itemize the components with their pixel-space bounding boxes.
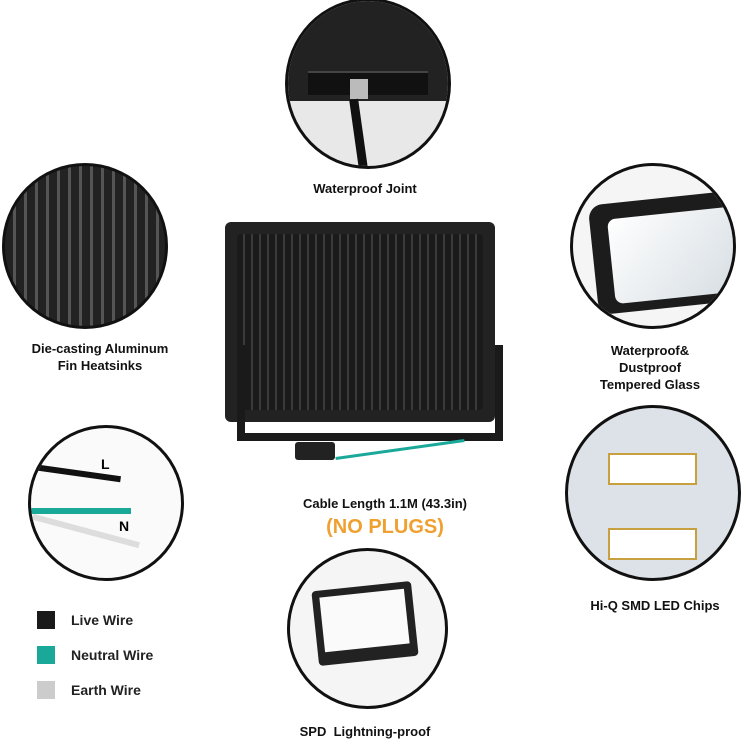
heatsink-photo [2, 163, 168, 329]
tempered-glass-line1: Waterproof& [610, 343, 690, 358]
tempered-glass-line3: Tempered Glass [599, 377, 701, 392]
led-chips-photo [565, 405, 741, 581]
floodlight-product [225, 222, 495, 422]
heatsink-label-line2: Fin Heatsinks [57, 358, 143, 373]
legend-neutral-wire: Neutral Wire [37, 646, 153, 664]
waterproof-joint-label: Waterproof Joint [313, 181, 417, 196]
legend-swatch [37, 611, 55, 629]
spd-label: SPD Lightning-proof [299, 724, 431, 739]
junction-box [295, 442, 335, 460]
legend-swatch [37, 646, 55, 664]
legend-swatch [37, 681, 55, 699]
legend-label: Earth Wire [71, 682, 141, 698]
tempered-glass-photo [570, 163, 736, 329]
no-plugs-label: (NO PLUGS) [326, 516, 444, 538]
heatsink-label-line1: Die-casting Aluminum [31, 341, 169, 356]
legend-earth-wire: Earth Wire [37, 681, 141, 699]
tempered-glass-line2: Dustproof [618, 360, 682, 375]
legend-label: Live Wire [71, 612, 134, 628]
legend-label: Neutral Wire [71, 647, 154, 663]
legend-live-wire: Live Wire [37, 611, 133, 629]
cable-length-label: Cable Length 1.1M (43.3in) [303, 496, 467, 511]
spd-photo [287, 548, 448, 709]
wires-photo: L N [28, 425, 184, 581]
live-wire-tag: L [101, 456, 110, 472]
waterproof-joint-photo [285, 0, 451, 169]
led-chips-label: Hi-Q SMD LED Chips [590, 598, 720, 613]
mount-bracket [237, 345, 503, 441]
tempered-glass-label: Waterproof& Dustproof Tempered Glass [570, 342, 730, 393]
heatsink-label: Die-casting Aluminum Fin Heatsinks [0, 340, 200, 374]
neutral-wire-tag: N [119, 518, 130, 534]
